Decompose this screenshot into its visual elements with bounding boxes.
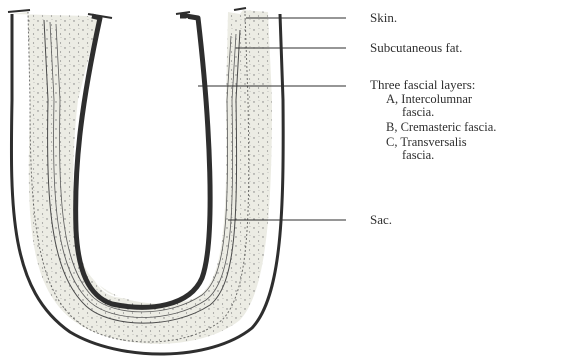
- label-fascia-a-line2: fascia.: [402, 106, 434, 118]
- label-sac: Sac.: [370, 213, 392, 227]
- label-fascia-c-line2: fascia.: [402, 149, 434, 161]
- label-fascia-c-line1: C, Transversalis: [386, 136, 467, 148]
- label-subcutaneous-fat: Subcutaneous fat.: [370, 41, 462, 55]
- label-fascial-header: Three fascial layers:: [370, 78, 475, 92]
- label-skin: Skin.: [370, 11, 397, 25]
- sac-lumen: [92, 20, 192, 292]
- label-fascia-a-line1: A, Intercolumnar: [386, 93, 472, 105]
- label-fascia-b: B, Cremasteric fascia.: [386, 121, 496, 133]
